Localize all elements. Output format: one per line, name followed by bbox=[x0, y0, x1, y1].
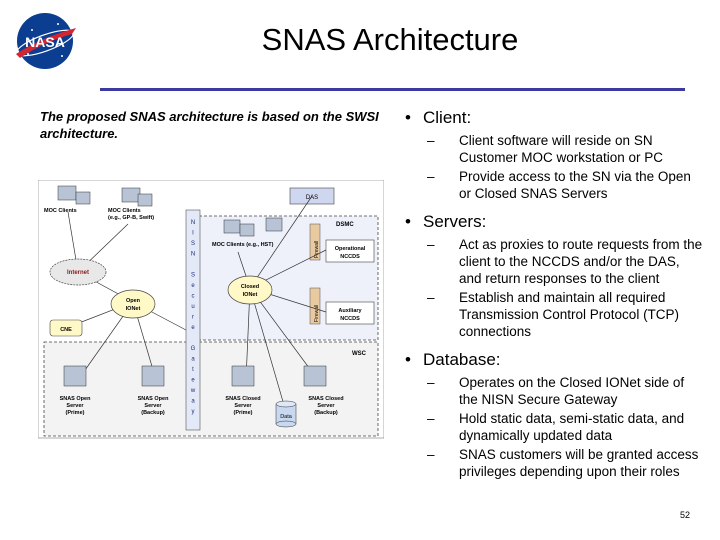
operational-nccds bbox=[325, 239, 375, 263]
svg-text:(Prime): (Prime) bbox=[66, 410, 85, 416]
svg-text:SNAS Open: SNAS Open bbox=[60, 396, 92, 402]
gateway-letter: e bbox=[191, 378, 195, 384]
intro-text: The proposed SNAS architecture is based … bbox=[40, 109, 379, 141]
auxiliary-nccds bbox=[325, 301, 375, 325]
wsc-label: WSC bbox=[352, 351, 367, 357]
svg-text:(Prime): (Prime) bbox=[234, 410, 253, 416]
sub-bullet: Establish and maintain all required Tran… bbox=[459, 290, 680, 339]
server-icons bbox=[63, 365, 327, 387]
gateway-letter: a bbox=[191, 399, 195, 405]
firewall-bottom bbox=[309, 287, 321, 325]
svg-text:Firewall: Firewall bbox=[314, 305, 320, 322]
svg-text:(e.g., GP-B, Swift): (e.g., GP-B, Swift) bbox=[108, 215, 154, 221]
bullet-list: •Client: –Client software will reside on… bbox=[405, 108, 705, 490]
svg-text:NASA: NASA bbox=[25, 34, 65, 50]
gateway-letter: G bbox=[191, 346, 196, 352]
svg-text:Operational: Operational bbox=[335, 246, 366, 252]
nisn-gateway bbox=[185, 209, 201, 431]
svg-text:MOC Clients: MOC Clients bbox=[108, 208, 141, 214]
svg-text:SNAS Open: SNAS Open bbox=[138, 396, 170, 402]
gateway-letter: S bbox=[191, 273, 195, 279]
svg-text:Internet: Internet bbox=[67, 270, 89, 276]
firewall-top bbox=[309, 223, 321, 261]
das-label: DAS bbox=[306, 195, 318, 201]
moc-clients-label: MOC Clients bbox=[44, 208, 77, 214]
cne-box bbox=[49, 319, 83, 337]
svg-text:Server: Server bbox=[317, 403, 335, 409]
data-database-icon: Data bbox=[275, 400, 297, 428]
gateway-letter: N bbox=[191, 220, 195, 226]
svg-text:IONet: IONet bbox=[243, 292, 258, 298]
gateway-letter: N bbox=[191, 252, 195, 258]
svg-text:Server: Server bbox=[234, 403, 252, 409]
bullet-database: •Database: –Operates on the Closed IONet… bbox=[405, 350, 705, 480]
svg-text:(Backup): (Backup) bbox=[314, 410, 338, 416]
sub-bullet: Client software will reside on SN Custom… bbox=[459, 133, 664, 165]
gateway-letter: u bbox=[191, 304, 194, 310]
sub-bullet: Hold static data, semi-static data, and … bbox=[459, 411, 685, 443]
page-title: SNAS Architecture bbox=[261, 22, 519, 57]
gateway-letter: e bbox=[191, 325, 195, 331]
bullet-label: Database: bbox=[423, 350, 501, 369]
gateway-letter: S bbox=[191, 241, 195, 247]
svg-text:NCCDS: NCCDS bbox=[340, 254, 360, 260]
open-ionet bbox=[110, 289, 156, 319]
svg-text:SNAS Closed: SNAS Closed bbox=[308, 396, 343, 402]
bullet-client: •Client: –Client software will reside on… bbox=[405, 108, 705, 202]
bullet-label: Client: bbox=[423, 108, 472, 127]
gateway-letter: e bbox=[191, 283, 195, 289]
svg-text:(Backup): (Backup) bbox=[141, 410, 165, 416]
nasa-logo: NASA bbox=[16, 13, 76, 69]
sub-bullet: SNAS customers will be granted access pr… bbox=[459, 447, 699, 479]
bullet-label: Servers: bbox=[423, 212, 487, 231]
svg-text:IONet: IONet bbox=[126, 306, 141, 312]
title-rule bbox=[100, 88, 685, 91]
sub-bullet: Provide access to the SN via the Open or… bbox=[459, 169, 691, 201]
svg-text:Server: Server bbox=[144, 403, 162, 409]
internet-cloud bbox=[49, 258, 107, 286]
svg-text:Open: Open bbox=[126, 298, 141, 304]
moc-client-workstation-icons bbox=[57, 185, 283, 237]
bullet-servers: •Servers: –Act as proxies to route reque… bbox=[405, 212, 705, 340]
gateway-letter: w bbox=[190, 388, 196, 394]
svg-text:CNE: CNE bbox=[60, 327, 72, 333]
svg-text:SNAS Closed: SNAS Closed bbox=[225, 396, 260, 402]
gateway-letter: y bbox=[192, 409, 195, 415]
moc-clients-hst-label: MOC Clients (e.g., HST) bbox=[212, 242, 274, 248]
closed-ionet bbox=[227, 275, 273, 305]
svg-text:Auxiliary: Auxiliary bbox=[338, 308, 362, 314]
sub-bullet: Act as proxies to route requests from th… bbox=[459, 237, 703, 286]
dsmc-label: DSMC bbox=[336, 222, 354, 228]
gateway-letter: r bbox=[192, 315, 194, 321]
wsc-box bbox=[43, 341, 379, 437]
gateway-letter: I bbox=[192, 231, 194, 237]
gateway-letter: a bbox=[191, 357, 195, 363]
page-number: 52 bbox=[680, 510, 691, 520]
svg-text:Data: Data bbox=[280, 414, 293, 420]
gateway-letter: c bbox=[192, 294, 195, 300]
sub-bullet: Operates on the Closed IONet side of the… bbox=[459, 375, 685, 407]
gateway-letter: t bbox=[192, 367, 194, 373]
svg-text:NCCDS: NCCDS bbox=[340, 316, 360, 322]
svg-text:Server: Server bbox=[66, 403, 84, 409]
svg-text:Firewall: Firewall bbox=[314, 241, 320, 258]
svg-text:Closed: Closed bbox=[241, 284, 259, 290]
